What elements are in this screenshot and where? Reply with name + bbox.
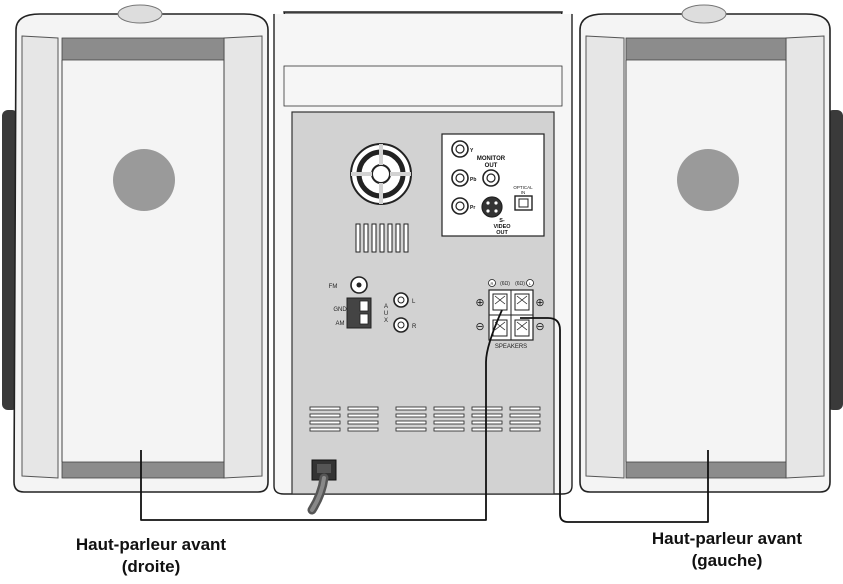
aux-right-jack[interactable] [393, 317, 409, 333]
speaker-r-mark [488, 279, 496, 287]
s-video-label-line2: VIDEO [493, 224, 511, 230]
left-speaker [2, 4, 269, 493]
monitor-out-title-line1: MONITOR [477, 156, 506, 162]
fm-label: FM [329, 284, 338, 290]
left-speaker-bottom-band [61, 461, 225, 479]
optical-in-label-line1: OPTICAL [513, 185, 533, 190]
monitor-out-title-line2: OUT [485, 163, 498, 169]
optical-in-label-line2: IN [521, 190, 526, 195]
speaker-terminal-block[interactable] [488, 289, 534, 341]
aux-label-x: X [384, 318, 388, 324]
vent-slots [355, 223, 409, 253]
main-unit: Y Pb Pr MONITOR OUT OPTICAL IN S- VIDEO … [273, 11, 573, 515]
caption-left-line1: Haut-parleur avant [75, 535, 227, 554]
caption-right-line2: (gauche) [691, 551, 763, 570]
pb-label: Pb [470, 177, 476, 183]
aux-label-a: A [384, 304, 388, 310]
caption-front-speaker-left: Haut-parleur avant (gauche) [612, 528, 842, 572]
speaker-wires [140, 309, 709, 523]
power-cord [307, 459, 337, 515]
right-speaker-bottom-band [625, 461, 787, 479]
pb-jack[interactable] [451, 169, 469, 187]
caption-left-line2: (droite) [121, 557, 181, 576]
y-label: Y [470, 148, 474, 154]
speaker-r-mark-label: R [491, 281, 494, 286]
speaker-impedance-right: (6Ω) [515, 281, 525, 287]
aux-inputs: A U X L R [384, 292, 417, 333]
bottom-vents [309, 406, 541, 432]
minus-icon-right: ⊖ [535, 321, 544, 333]
s-video-jack[interactable] [481, 196, 503, 218]
left-speaker-top-knob [117, 4, 163, 24]
right-speaker-wire [140, 309, 503, 521]
am-label: AM [336, 321, 345, 327]
speaker-impedance-left: (6Ω) [500, 281, 510, 287]
antenna-terminals: FM GND AM [329, 276, 372, 329]
pr-label: Pr [470, 205, 475, 211]
y-jack[interactable] [451, 140, 469, 158]
am-antenna-terminal[interactable] [346, 297, 372, 329]
cooling-fan [350, 143, 412, 205]
caption-right-line1: Haut-parleur avant [651, 529, 803, 548]
pr-jack[interactable] [451, 197, 469, 215]
aux-label-u: U [384, 311, 388, 317]
minus-icon-left: ⊖ [475, 321, 484, 333]
right-speaker-tweeter [677, 149, 739, 211]
aux-l-label: L [412, 299, 416, 305]
video-output-panel: Y Pb Pr MONITOR OUT OPTICAL IN S- VIDEO … [441, 133, 545, 237]
aux-r-label: R [412, 324, 417, 330]
speaker-l-mark-label: L [529, 281, 532, 286]
caption-front-speaker-right: Haut-parleur avant (droite) [36, 534, 266, 578]
right-speaker-woofer-rim [827, 110, 843, 410]
aux-left-jack[interactable] [393, 292, 409, 308]
plus-icon-right: ⊕ [535, 297, 544, 309]
gnd-label: GND [333, 307, 347, 313]
right-speaker-top-band [625, 37, 787, 61]
left-speaker-top-band [61, 37, 225, 61]
right-speaker-top-knob [681, 4, 727, 24]
right-speaker [579, 4, 843, 493]
composite-jack[interactable] [482, 169, 500, 187]
plus-icon-left: ⊕ [475, 297, 484, 309]
s-video-label-line1: S- [499, 218, 505, 224]
left-speaker-wire [520, 317, 709, 523]
speakers-label: SPEAKERS [495, 344, 527, 350]
optical-in-jack[interactable] [514, 195, 533, 211]
fm-antenna-jack[interactable] [350, 276, 368, 294]
left-speaker-tweeter [113, 149, 175, 211]
speaker-l-mark [526, 279, 534, 287]
s-video-label-line3: OUT [496, 230, 508, 236]
